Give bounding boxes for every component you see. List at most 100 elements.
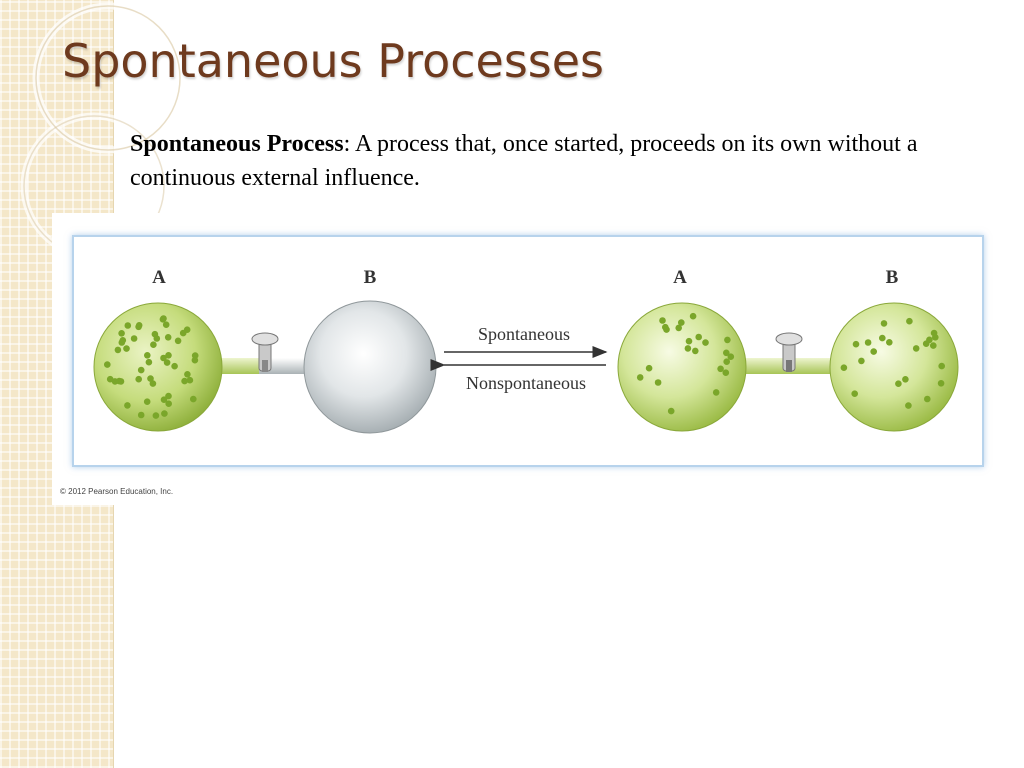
- gas-particle: [712, 389, 720, 396]
- gas-particle: [104, 361, 111, 368]
- gas-particle: [153, 335, 161, 342]
- gas-particle: [130, 335, 138, 342]
- gas-particle: [171, 362, 178, 370]
- initial-state-apparatus: [93, 300, 437, 434]
- gas-particle: [723, 358, 730, 365]
- gas-particle: [684, 345, 692, 352]
- gas-particle: [840, 364, 848, 371]
- gas-particle: [912, 345, 920, 352]
- gas-particle: [905, 402, 912, 409]
- gas-particle: [114, 346, 122, 354]
- gas-particle: [163, 359, 171, 366]
- gas-particle: [150, 341, 157, 348]
- gas-particle: [692, 347, 699, 355]
- gas-particle: [123, 345, 130, 352]
- gas-particle: [164, 334, 172, 341]
- gas-particle: [864, 339, 872, 346]
- gas-particle: [886, 339, 893, 346]
- gas-particle: [645, 364, 653, 372]
- gas-particle: [654, 379, 662, 386]
- gas-particle: [924, 395, 931, 403]
- definition-text: Spontaneous Process: A process that, onc…: [130, 127, 980, 195]
- gas-expansion-figure: A B A B Spontaneous Nonspontaneous: [93, 267, 959, 434]
- gas-particle: [870, 348, 877, 355]
- left-bulb-b: [303, 300, 437, 434]
- gas-particle: [137, 366, 145, 374]
- gas-particle: [135, 323, 142, 331]
- right-bulb-a: [617, 302, 747, 432]
- gas-particle: [723, 349, 730, 357]
- left-bulb-a-label: A: [152, 267, 166, 288]
- gas-particle: [852, 340, 860, 348]
- gas-particle: [724, 336, 731, 344]
- gas-particle: [152, 412, 160, 419]
- right-bulb-a-label: A: [673, 267, 687, 288]
- gas-particle: [851, 390, 858, 397]
- left-bulb-b-label: B: [364, 267, 377, 288]
- gas-particle: [135, 375, 142, 383]
- gas-particle: [902, 376, 909, 383]
- gas-particle: [124, 322, 132, 329]
- gas-particle: [124, 402, 131, 409]
- definition-body: : A process that, once started, proceeds…: [130, 131, 918, 191]
- gas-particle: [717, 365, 724, 373]
- gas-particle: [722, 369, 730, 376]
- nonspontaneous-label: Nonspontaneous: [466, 373, 586, 393]
- definition-term: Spontaneous Process: [130, 131, 344, 157]
- gas-particle: [659, 317, 666, 324]
- gas-particle: [119, 337, 127, 344]
- gas-particle: [906, 317, 913, 325]
- gas-particle: [160, 396, 168, 403]
- gas-particle: [162, 321, 170, 328]
- stopcock-valve-icon: [251, 332, 279, 372]
- gas-particle: [160, 354, 167, 362]
- gas-particle: [147, 375, 154, 382]
- gas-particle: [179, 329, 187, 337]
- gas-particle: [191, 356, 199, 364]
- left-tube-grey: [259, 358, 314, 374]
- gas-particle: [922, 340, 930, 347]
- left-bulb-a: [93, 302, 223, 432]
- copyright-notice: © 2012 Pearson Education, Inc.: [60, 487, 174, 496]
- stopcock-valve-icon: [775, 332, 803, 372]
- gas-particle: [186, 376, 194, 384]
- final-state-apparatus: [617, 302, 959, 432]
- gas-particle: [137, 411, 145, 419]
- right-bulb-b-label: B: [886, 267, 899, 288]
- gas-particle: [143, 398, 151, 405]
- gas-particle: [190, 395, 197, 403]
- spontaneous-label: Spontaneous: [478, 324, 570, 344]
- gas-particle: [685, 337, 693, 345]
- gas-particle: [181, 377, 188, 385]
- gas-particle: [145, 358, 153, 366]
- gas-particle: [930, 342, 937, 349]
- gas-particle: [937, 380, 945, 387]
- left-bulb-a-particles: [104, 315, 199, 419]
- gas-particle: [667, 407, 675, 415]
- gas-particle: [149, 380, 157, 387]
- gas-particle: [165, 352, 172, 359]
- gas-particle: [678, 319, 685, 326]
- gas-particle: [727, 353, 735, 360]
- gas-particle: [938, 362, 945, 370]
- gas-particle: [184, 371, 191, 378]
- gas-particle: [117, 378, 125, 385]
- right-bulbs-particles: [636, 312, 945, 415]
- gas-particle: [702, 339, 709, 346]
- gas-particle: [160, 315, 167, 322]
- gas-particle: [879, 334, 886, 342]
- gas-particle: [161, 410, 168, 417]
- double-arrow-icon: [430, 346, 608, 371]
- left-tube-green: [219, 358, 259, 374]
- gas-particle: [663, 326, 670, 333]
- figure-panel: A B A B Spontaneous Nonspontaneous: [72, 235, 984, 467]
- gas-particle: [858, 357, 865, 365]
- gas-particle: [695, 333, 702, 341]
- gas-particle: [932, 334, 939, 341]
- gas-particle: [895, 380, 902, 387]
- gas-particle: [144, 352, 151, 359]
- gas-particle: [165, 392, 172, 400]
- gas-particle: [689, 312, 697, 320]
- gas-particle: [118, 330, 125, 337]
- gas-particle: [174, 337, 182, 345]
